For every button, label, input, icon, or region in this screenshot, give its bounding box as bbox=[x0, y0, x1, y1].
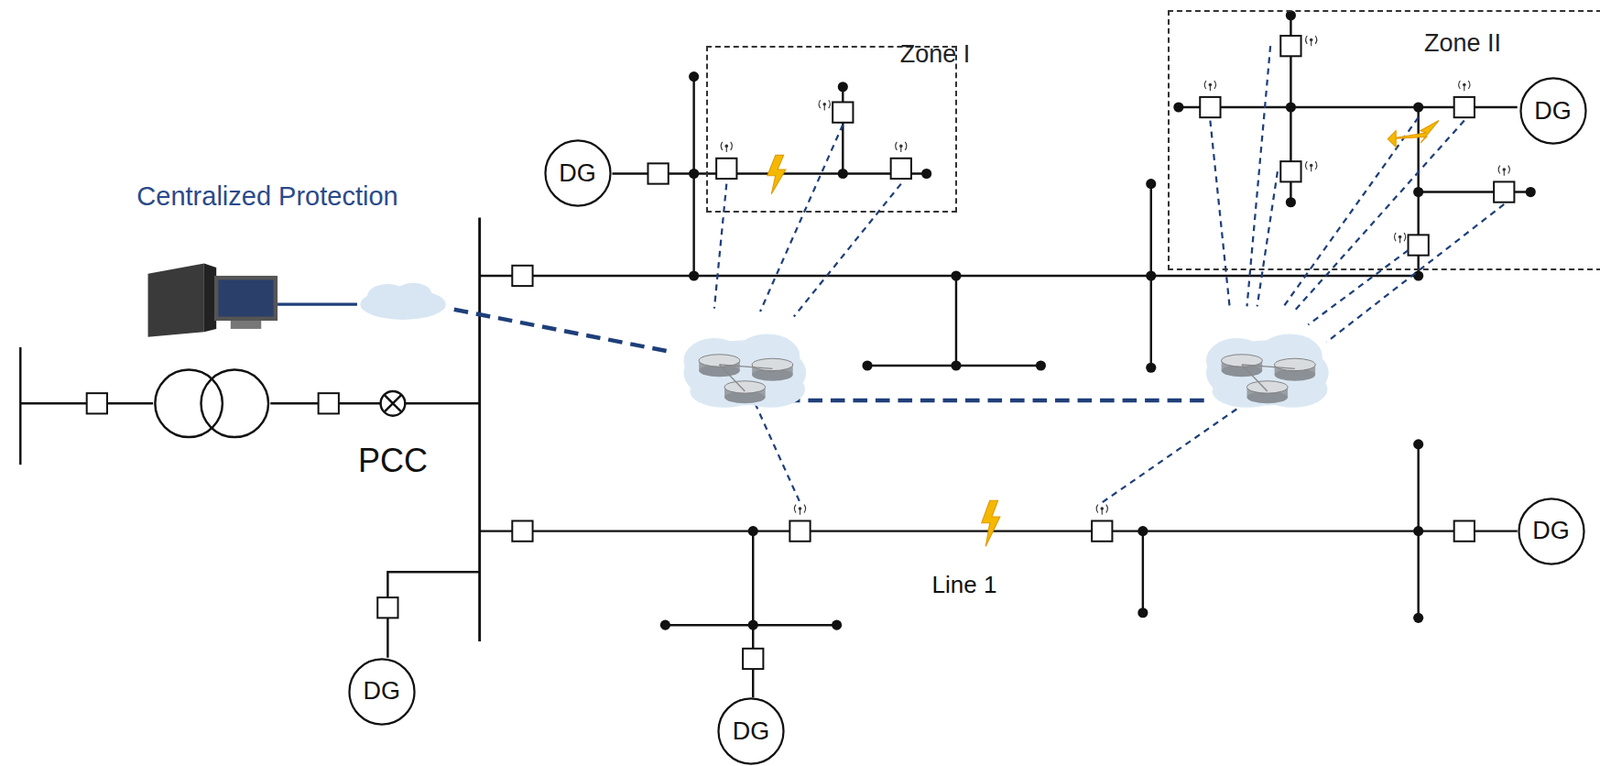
point-label: PCC bbox=[358, 441, 428, 480]
dg-circle: DG bbox=[348, 657, 416, 726]
zone-label: Zone II bbox=[1424, 29, 1502, 58]
dg-circle: DG bbox=[717, 696, 785, 765]
dg-label: DG bbox=[348, 657, 416, 726]
dg-label: DG bbox=[544, 139, 612, 207]
dg-label: DG bbox=[1517, 497, 1586, 566]
dg-label: DG bbox=[1519, 76, 1588, 145]
dg-label: DG bbox=[717, 696, 785, 765]
system-label: Centralized Protection bbox=[136, 181, 398, 212]
zone-label: Zone I bbox=[900, 40, 971, 69]
zone-box: Zone II DG bbox=[1167, 10, 1600, 271]
line-label: Line 1 bbox=[932, 570, 998, 599]
dg-circle: DG bbox=[544, 139, 612, 207]
dg-circle: DG bbox=[1517, 497, 1586, 566]
dg-circle: DG bbox=[1519, 76, 1588, 145]
zone-box: Zone I bbox=[706, 45, 958, 213]
